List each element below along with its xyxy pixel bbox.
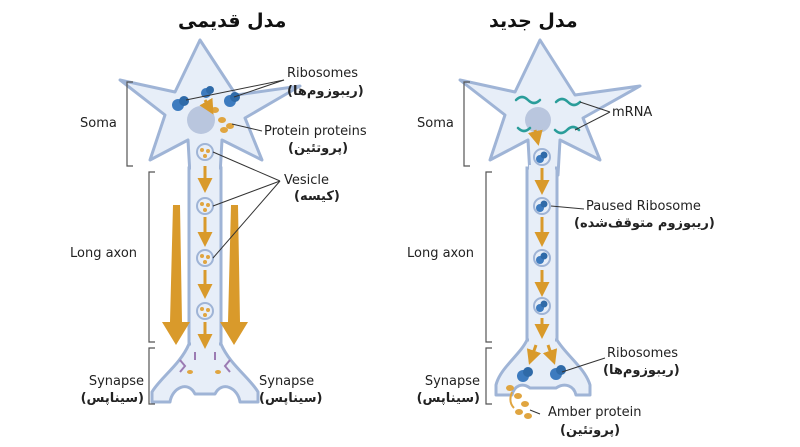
new-axon-terminal — [494, 338, 592, 397]
new-paused-ribosome-fa-label: (ریبوزوم متوقف‌شده) — [574, 216, 715, 231]
old-protein-fa-label: (پروتئین) — [288, 141, 349, 156]
new-ribosomes-fa-label: (ریبوزوم‌ها) — [603, 363, 680, 378]
new-model-title: مدل جدید — [489, 10, 578, 32]
old-large-arrow-left — [162, 205, 190, 345]
old-synapse-right-label: Synapse — [259, 374, 315, 389]
new-soma-label: Soma — [417, 116, 454, 131]
old-large-arrow-right — [220, 205, 248, 345]
old-soma-bracket — [126, 81, 133, 167]
new-soma-bracket — [463, 81, 470, 167]
old-vesicle-fa-label: (کیسه) — [294, 189, 340, 204]
new-terminal-ribosome — [517, 365, 566, 382]
old-synapse-receptor — [179, 352, 231, 373]
new-amber-protein — [506, 385, 532, 419]
old-vesicle-label: Vesicle — [284, 173, 330, 188]
old-soma-label: Soma — [80, 116, 117, 131]
new-ribosomes-label: Ribosomes — [607, 346, 679, 361]
old-synapse-bracket — [148, 347, 155, 405]
old-vesicle — [196, 143, 214, 320]
old-ribosome-icon — [172, 86, 240, 111]
old-long-axon-label: Long axon — [70, 246, 138, 261]
old-ribosomes-label: Ribosomes — [287, 66, 359, 81]
new-paused-ribosome-label: Paused Ribosome — [586, 199, 701, 214]
new-mrna-label: mRNA — [612, 105, 653, 120]
new-synapse-label: Synapse — [424, 374, 480, 389]
old-axon-terminal — [150, 342, 260, 404]
old-synapse-right-fa-label: (سیناپس) — [259, 391, 323, 406]
new-synapse-fa-label: (سیناپس) — [416, 391, 480, 406]
old-ribosomes-fa-label: (ریبوزوم‌ها) — [287, 84, 364, 99]
new-long-axon-label: Long axon — [407, 246, 475, 261]
new-amber-protein-fa-label: (پروتئین) — [560, 423, 621, 438]
old-synapse-left-fa-label: (سیناپس) — [80, 391, 144, 406]
old-transport-arrow — [197, 97, 214, 349]
old-protein-label: Protein proteins — [264, 124, 367, 139]
new-model-neuron — [458, 38, 642, 419]
new-nucleus — [525, 107, 551, 133]
new-synapse-bracket — [485, 347, 492, 405]
old-model-neuron — [118, 38, 302, 405]
old-axon-bracket — [148, 171, 155, 343]
old-synapse-left-label: Synapse — [88, 374, 144, 389]
new-mrna-strand — [514, 95, 582, 135]
old-model-title: مدل قدیمی — [178, 10, 287, 32]
new-transport-arrow — [526, 129, 558, 365]
new-axon-bracket — [485, 171, 492, 343]
new-amber-protein-label: Amber protein — [548, 405, 642, 420]
